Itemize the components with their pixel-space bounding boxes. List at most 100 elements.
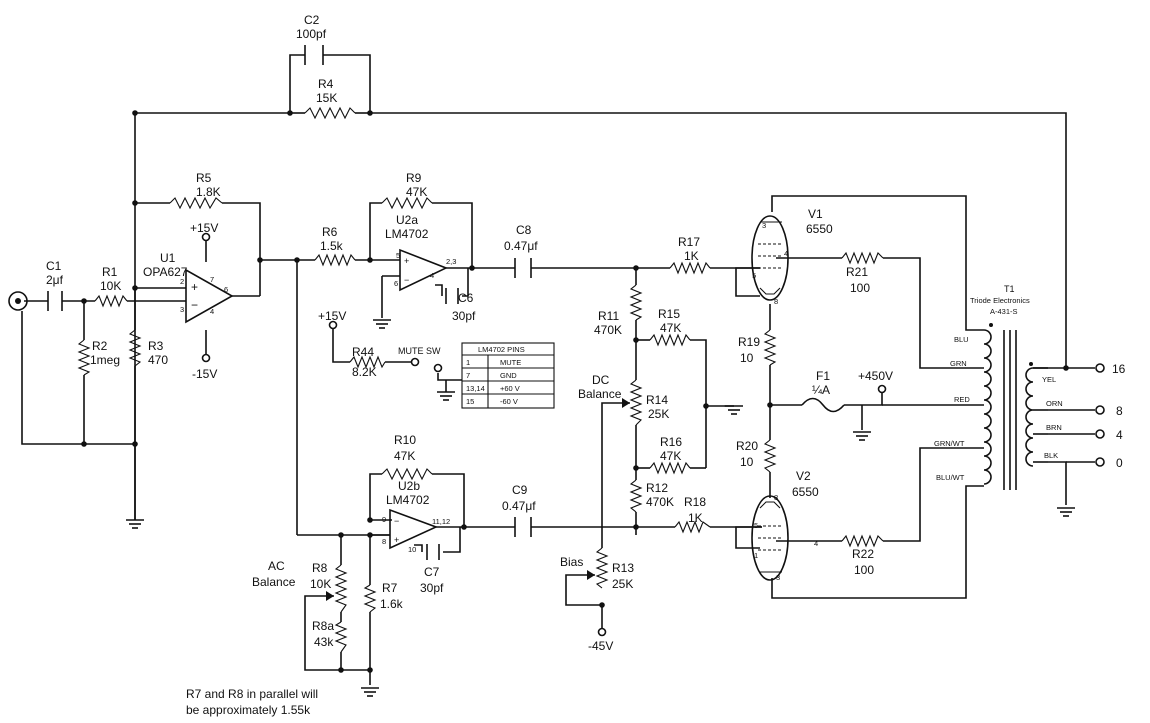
pins-table-title: LM4702 PINS [478,345,525,354]
svg-text:3: 3 [776,573,780,582]
ac-balance-2: Balance [252,575,296,589]
r17-value: 1K [684,249,699,263]
svg-text:GRN: GRN [950,359,967,368]
c2-ref: C2 [304,13,320,27]
m45: -45V [588,639,613,653]
r14-value: 25K [648,407,669,421]
r8a-value: 43k [314,635,334,649]
c2-value: 100pf [296,27,327,41]
r9-value: 47K [406,185,427,199]
dc-balance-2: Balance [578,387,622,401]
dc-balance-1: DC [592,373,610,387]
terminals [8,232,1105,637]
v2-symbol [751,495,789,581]
u2a-value: LM4702 [385,227,429,241]
c6-ref: C6 [458,291,474,305]
svg-text:4: 4 [210,307,214,316]
r44-ref: R44 [352,345,374,359]
svg-text:15: 15 [466,397,474,406]
svg-text:7: 7 [210,275,214,284]
svg-text:2,3: 2,3 [446,257,456,266]
svg-text:GRN/WT: GRN/WT [934,439,965,448]
r21-symbol [841,251,884,265]
r1-symbol [94,294,128,308]
u2b-symbol [389,508,439,550]
r12-value: 470K [646,495,674,509]
r8a-symbol [334,621,348,653]
r22-symbol [841,534,884,548]
c7-symbol [426,544,440,560]
svg-text:RED: RED [954,395,970,404]
v1-ref: V1 [808,207,823,221]
c9-ref: C9 [512,483,528,497]
svg-text:11,12: 11,12 [432,517,450,526]
tap-8: 8 [1116,404,1123,418]
r11-ref: R11 [598,309,619,323]
tap-16: 16 [1112,362,1126,376]
u1-value: OPA627 [143,265,188,279]
svg-text:7: 7 [466,371,470,380]
c8-ref: C8 [516,223,532,237]
svg-text:2: 2 [180,277,184,286]
c6-value: 30pf [452,309,476,323]
r3-symbol [128,329,142,367]
m15: -15V [192,367,217,381]
r8-value: 10K [310,577,331,591]
r13-ref: R13 [612,561,634,575]
r19-ref: R19 [738,335,760,349]
r21-ref: R21 [846,265,868,279]
r2-symbol [77,339,91,376]
c8-symbol [514,258,532,278]
c1-ref: C1 [46,259,62,273]
svg-text:MUTE: MUTE [500,358,521,367]
v2-value: 6550 [792,485,819,499]
r9-symbol [381,196,433,210]
r22-value: 100 [854,563,874,577]
r6-ref: R6 [322,225,338,239]
u2b-value: LM4702 [386,493,430,507]
svg-text:8: 8 [382,537,386,546]
r5-symbol [169,196,223,210]
t1-symbol [983,323,1048,490]
note-line-2: be approximately 1.55k [186,703,311,717]
r10-value: 47K [394,449,415,463]
r2-ref: R2 [92,339,108,353]
r14-ref: R14 [646,393,668,407]
f1-value: ¼A [812,383,830,397]
r21-value: 100 [850,281,870,295]
r44-symbol [349,355,386,369]
svg-text:BLK: BLK [1044,451,1058,460]
r1-value: 10K [100,279,121,293]
c1-value: 2μf [46,273,64,287]
r20-symbol [763,439,777,473]
r14-symbol [629,379,643,426]
r13-value: 25K [612,577,633,591]
capacitors [47,45,532,560]
p15-mute: +15V [318,309,346,323]
r9-ref: R9 [406,171,422,185]
r7-value: 1.6k [380,597,404,611]
svg-text:8: 8 [774,297,778,306]
svg-text:+60 V: +60 V [500,384,520,393]
c6-symbol [445,288,459,304]
u2a-symbol [399,248,449,292]
r3-value: 470 [148,353,168,367]
r18-value: 1K [688,511,703,525]
r4-value: 15K [316,91,337,105]
r6-value: 1.5k [320,239,344,253]
u1-symbol [185,268,234,324]
c9-value: 0.47μf [502,499,536,513]
r5-value: 1.8K [196,185,221,199]
svg-text:13,14: 13,14 [466,384,485,393]
wires [21,54,1095,685]
svg-text:8: 8 [774,493,778,502]
u2b-ref: U2b [398,479,420,493]
r44-value: 8.2K [352,365,377,379]
r6-symbol [314,253,356,267]
svg-text:GND: GND [500,371,517,380]
tap-4: 4 [1116,428,1123,442]
r3-ref: R3 [148,339,164,353]
r16-ref: R16 [660,435,682,449]
r5-ref: R5 [196,171,212,185]
